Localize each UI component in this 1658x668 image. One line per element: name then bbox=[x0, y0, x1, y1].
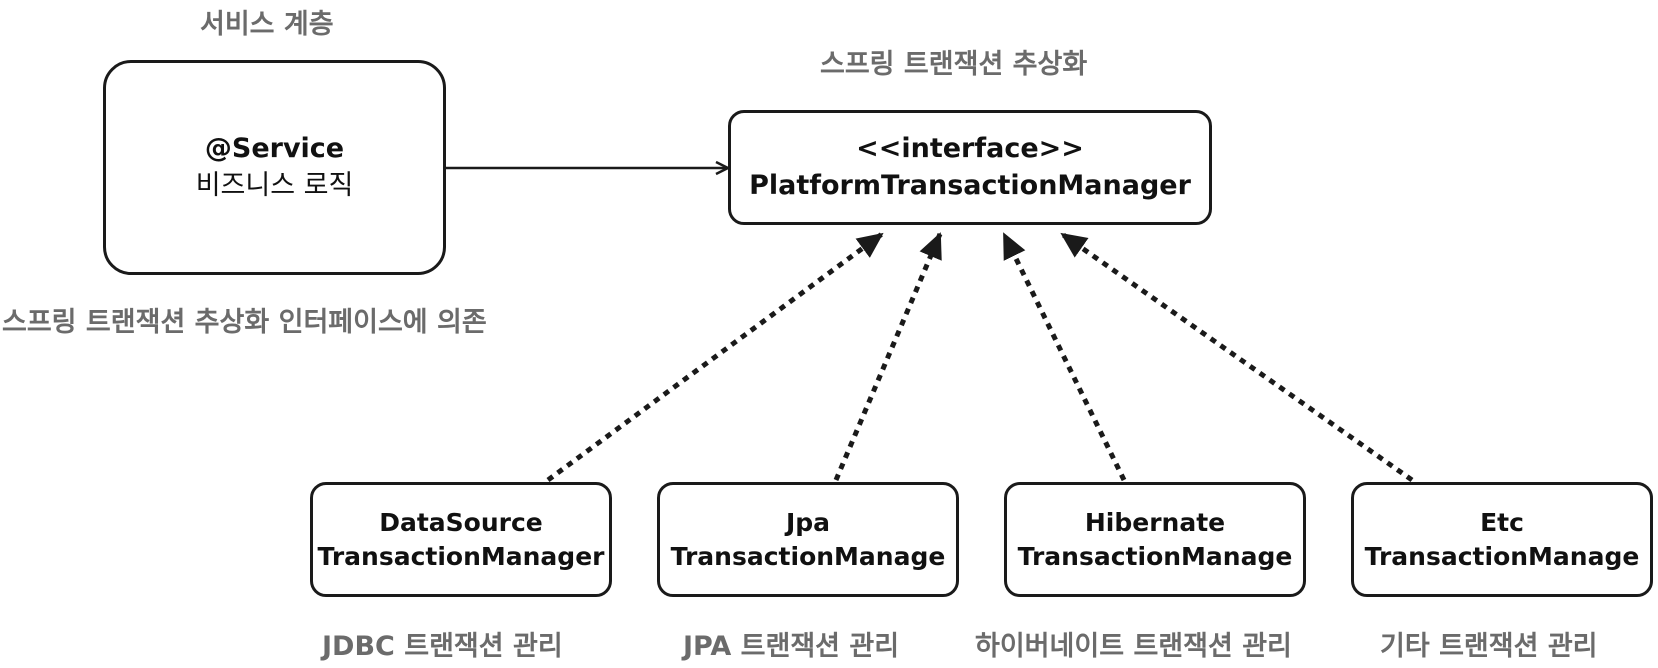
spring-abstraction-caption: 스프링 트랜잭션 추상화 bbox=[820, 49, 1088, 80]
datasource-impl-arrow bbox=[546, 231, 884, 483]
service-box: @Service 비즈니스 로직 bbox=[103, 60, 446, 275]
jpa-transaction-manager-box: Jpa TransactionManage bbox=[657, 482, 959, 597]
hibernate-transaction-manager-box: Hibernate TransactionManage bbox=[1004, 482, 1306, 597]
platform-transaction-manager-box: <<interface>> PlatformTransactionManager bbox=[728, 110, 1212, 225]
impl-name-line1: DataSource bbox=[379, 507, 543, 537]
impl-name-line2: TransactionManage bbox=[670, 541, 946, 571]
interface-stereotype-label: <<interface>> bbox=[856, 133, 1084, 165]
impl-name-line1: Hibernate bbox=[1084, 507, 1226, 537]
impl-name-line2: TransactionManage bbox=[1364, 541, 1640, 571]
interface-name-label: PlatformTransactionManager bbox=[749, 169, 1191, 201]
jpa-impl-arrow bbox=[833, 232, 943, 481]
impl-name-line1: Etc bbox=[1480, 507, 1524, 537]
datasource-transaction-manager-box: DataSource TransactionManager bbox=[310, 482, 612, 597]
impl-name-line2: TransactionManager bbox=[317, 541, 605, 571]
jpa-caption: JPA 트랜잭션 관리 bbox=[683, 631, 900, 662]
impl-name-line1: Jpa bbox=[785, 507, 831, 537]
service-annotation-label: @Service bbox=[204, 133, 345, 165]
dependency-note-caption: 스프링 트랜잭션 추상화 인터페이스에 의존 bbox=[2, 307, 487, 338]
business-logic-label: 비즈니스 로직 bbox=[195, 169, 354, 201]
etc-transaction-manager-box: Etc TransactionManage bbox=[1351, 482, 1653, 597]
hibernate-caption: 하이버네이트 트랜잭션 관리 bbox=[975, 631, 1292, 662]
jdbc-caption: JDBC 트랜잭션 관리 bbox=[322, 631, 563, 662]
etc-caption: 기타 트랜잭션 관리 bbox=[1380, 631, 1598, 662]
impl-name-line2: TransactionManage bbox=[1017, 541, 1293, 571]
etc-impl-arrow bbox=[1060, 231, 1414, 483]
service-layer-caption: 서비스 계층 bbox=[200, 9, 334, 40]
hibernate-impl-arrow bbox=[1001, 232, 1127, 482]
